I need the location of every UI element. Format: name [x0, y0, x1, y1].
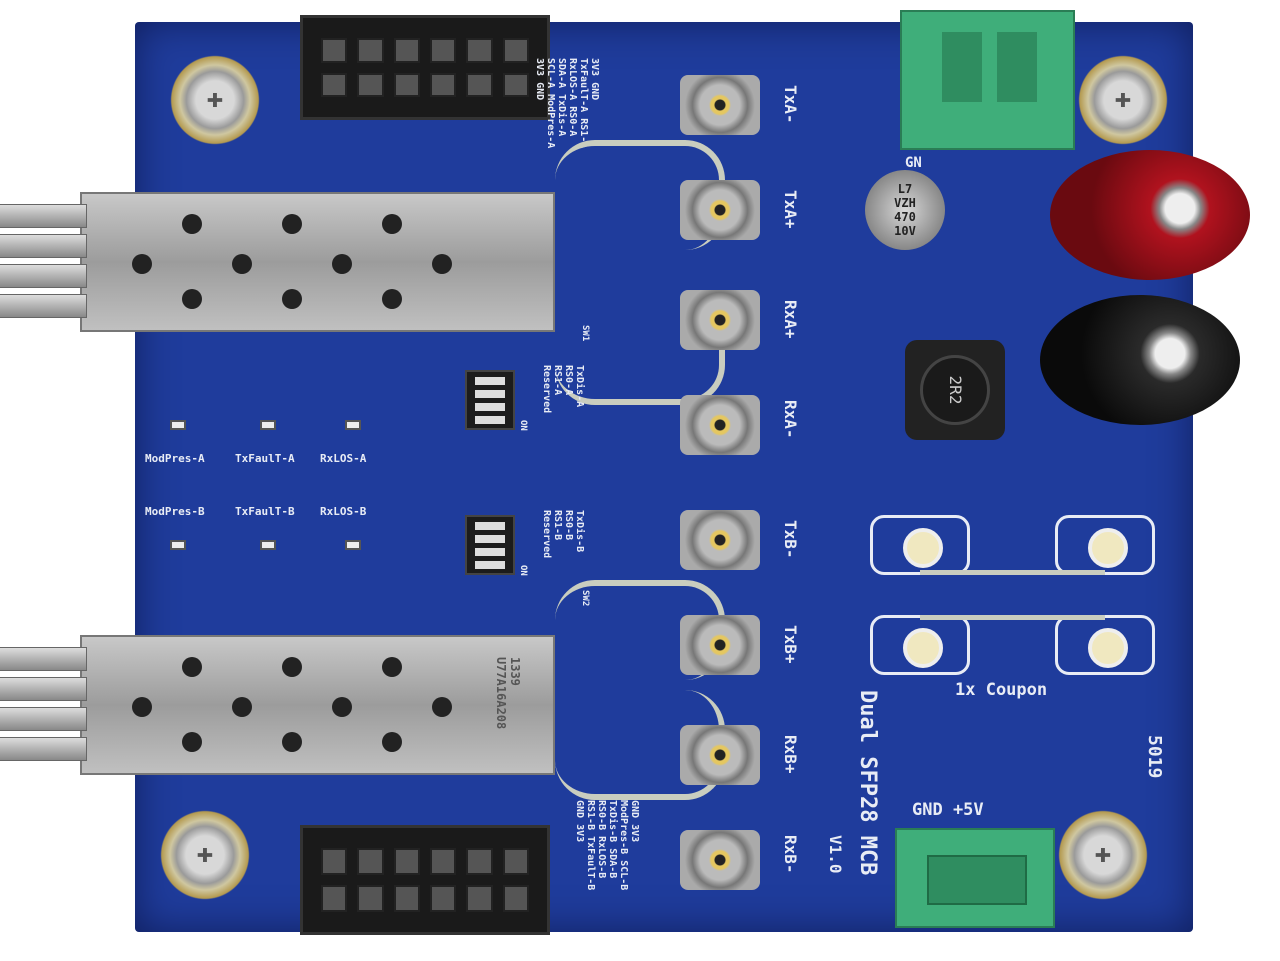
led-label-txfault-a: TxFaulT-A	[235, 452, 295, 465]
sma-connector-txb-plus[interactable]	[680, 615, 760, 675]
led	[260, 420, 276, 430]
board-title: Dual SFP28 MCB	[855, 690, 880, 876]
label-txb-plus: TxB+	[781, 625, 800, 664]
banana-jack-black[interactable]	[1040, 295, 1240, 425]
led-label-modpres-a: ModPres-A	[145, 452, 205, 465]
led	[345, 420, 361, 430]
sma-connector-rxa-plus[interactable]	[680, 290, 760, 350]
led	[170, 540, 186, 550]
label-rxb-minus: RxB-	[781, 835, 800, 874]
coupon-pad-j20[interactable]	[870, 615, 970, 675]
switch-a-ref: SW1	[580, 325, 590, 342]
label-txa-plus: TxA+	[781, 190, 800, 229]
mounting-screw	[160, 810, 250, 900]
dip-switch-b[interactable]	[465, 515, 515, 575]
power-inductor: 2R2	[905, 340, 1005, 440]
coupon-pad-j21[interactable]	[1055, 515, 1155, 575]
header-b-labels: GND 3V3 ModPres-B SCL-B TxDis-B SDA-B RS…	[574, 800, 640, 891]
sma-connector-txa-plus[interactable]	[680, 180, 760, 240]
led-label-rxlos-a: RxLOS-A	[320, 452, 367, 465]
label-rxa-plus: RxA+	[781, 300, 800, 339]
coupon-pad-j19[interactable]	[1055, 615, 1155, 675]
switch-b-on: ON	[518, 565, 528, 576]
gnd-label-partial: GN	[905, 155, 922, 171]
sfp28-cage-a[interactable]	[0, 192, 555, 332]
led	[170, 420, 186, 430]
pin-header-a	[300, 15, 550, 120]
led-label-rxlos-b: RxLOS-B	[320, 505, 367, 518]
dip-switch-a[interactable]	[465, 370, 515, 430]
banana-jack-red[interactable]	[1050, 150, 1250, 280]
sma-connector-rxb-plus[interactable]	[680, 725, 760, 785]
label-txb-minus: TxB-	[781, 520, 800, 559]
sma-connector-txa-minus[interactable]	[680, 75, 760, 135]
pcb-board	[135, 22, 1193, 932]
mounting-screw	[1058, 810, 1148, 900]
power-terminal[interactable]	[895, 828, 1055, 928]
coupon-label: 1x Coupon	[955, 680, 1048, 700]
switch-a-on: ON	[518, 420, 528, 431]
sma-connector-rxb-minus[interactable]	[680, 830, 760, 890]
led	[345, 540, 361, 550]
sma-connector-txb-minus[interactable]	[680, 510, 760, 570]
label-txa-minus: TxA-	[781, 85, 800, 124]
board-version: V1.0	[826, 835, 845, 874]
pin-header-b	[300, 825, 550, 935]
led-label-txfault-b: TxFaulT-B	[235, 505, 295, 518]
header-a-labels: 3V3 GND TxFaulT-A RS1-A RxLOS-A RS0-A SD…	[534, 58, 600, 149]
led-label-modpres-b: ModPres-B	[145, 505, 205, 518]
power-label: GND +5V	[912, 800, 984, 820]
mounting-screw	[170, 55, 260, 145]
led	[260, 540, 276, 550]
label-rxb-plus: RxB+	[781, 735, 800, 774]
mounting-screw	[1078, 55, 1168, 145]
label-rxa-minus: RxA-	[781, 400, 800, 439]
coupon-trace	[920, 570, 1105, 620]
switch-b-ref: SW2	[580, 590, 590, 607]
sma-connector-rxa-minus[interactable]	[680, 395, 760, 455]
board-code: 5019	[1144, 735, 1165, 779]
coupon-pad-j22[interactable]	[870, 515, 970, 575]
rf-trace	[555, 295, 725, 405]
screw-terminal-top[interactable]	[900, 10, 1075, 150]
